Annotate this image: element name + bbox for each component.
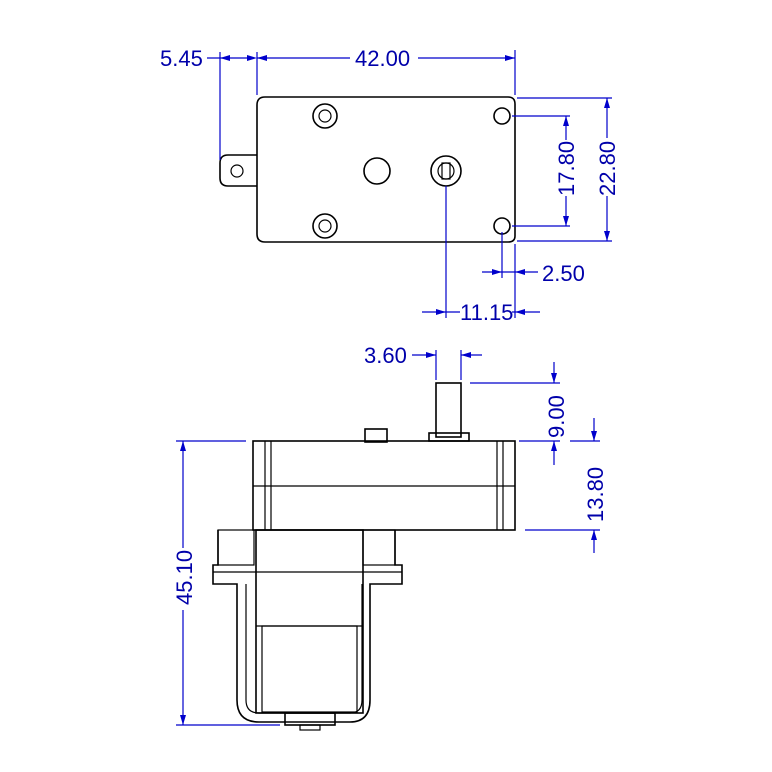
- top-view-screw-bottom-inner: [318, 219, 332, 233]
- side-view-motor-terminal: [299, 724, 321, 731]
- side-view-dimensions: [176, 350, 600, 726]
- dim-label-hole-edge-offset: 2.50: [542, 261, 585, 286]
- top-view-screw-bottom: [312, 213, 338, 239]
- top-view-hole-top: [493, 107, 511, 125]
- side-view-top-boss: [364, 428, 388, 443]
- dimension-labels: 5.45 42.00 17.80 22.80 2.50 11.15 3.60 9…: [160, 46, 620, 605]
- dim-label-body-width: 22.80: [595, 141, 620, 196]
- dim-label-body-length: 42.00: [355, 46, 410, 71]
- top-view-output-shaft-flat: [441, 162, 451, 180]
- top-view-dimensions: [207, 50, 612, 318]
- side-view-motor-body: [255, 529, 364, 714]
- side-view-motor-endcap: [284, 712, 336, 726]
- top-view-hole-bottom: [493, 217, 511, 235]
- side-view-left-clamp: [217, 529, 255, 566]
- dim-label-shaft-length: 9.00: [544, 395, 569, 438]
- dim-label-hole-spacing: 17.80: [554, 141, 579, 196]
- side-view: [212, 382, 516, 731]
- top-view-center-boss: [363, 157, 391, 185]
- top-view-screw-top-inner: [318, 109, 332, 123]
- dim-label-flange-offset: 5.45: [160, 46, 203, 71]
- dim-label-gearbox-height: 13.80: [583, 467, 608, 522]
- side-view-right-clamp: [362, 529, 396, 566]
- side-view-motor-bracket: [212, 530, 403, 723]
- side-view-output-shaft: [435, 382, 462, 438]
- top-view-output-shaft-inner: [437, 162, 455, 180]
- dim-label-total-height: 45.10: [172, 550, 197, 605]
- dim-label-shaft-diameter: 3.60: [364, 343, 407, 368]
- top-view-screw-top: [312, 103, 338, 129]
- dim-label-shaft-to-hole: 11.15: [460, 300, 513, 325]
- top-view-output-shaft: [430, 155, 462, 187]
- top-view-mounting-tab: [219, 154, 257, 187]
- top-view-body-outline: [256, 96, 516, 243]
- top-view-tab-hole: [230, 164, 244, 178]
- side-view-motor-can: [261, 625, 358, 713]
- top-view: [219, 96, 516, 243]
